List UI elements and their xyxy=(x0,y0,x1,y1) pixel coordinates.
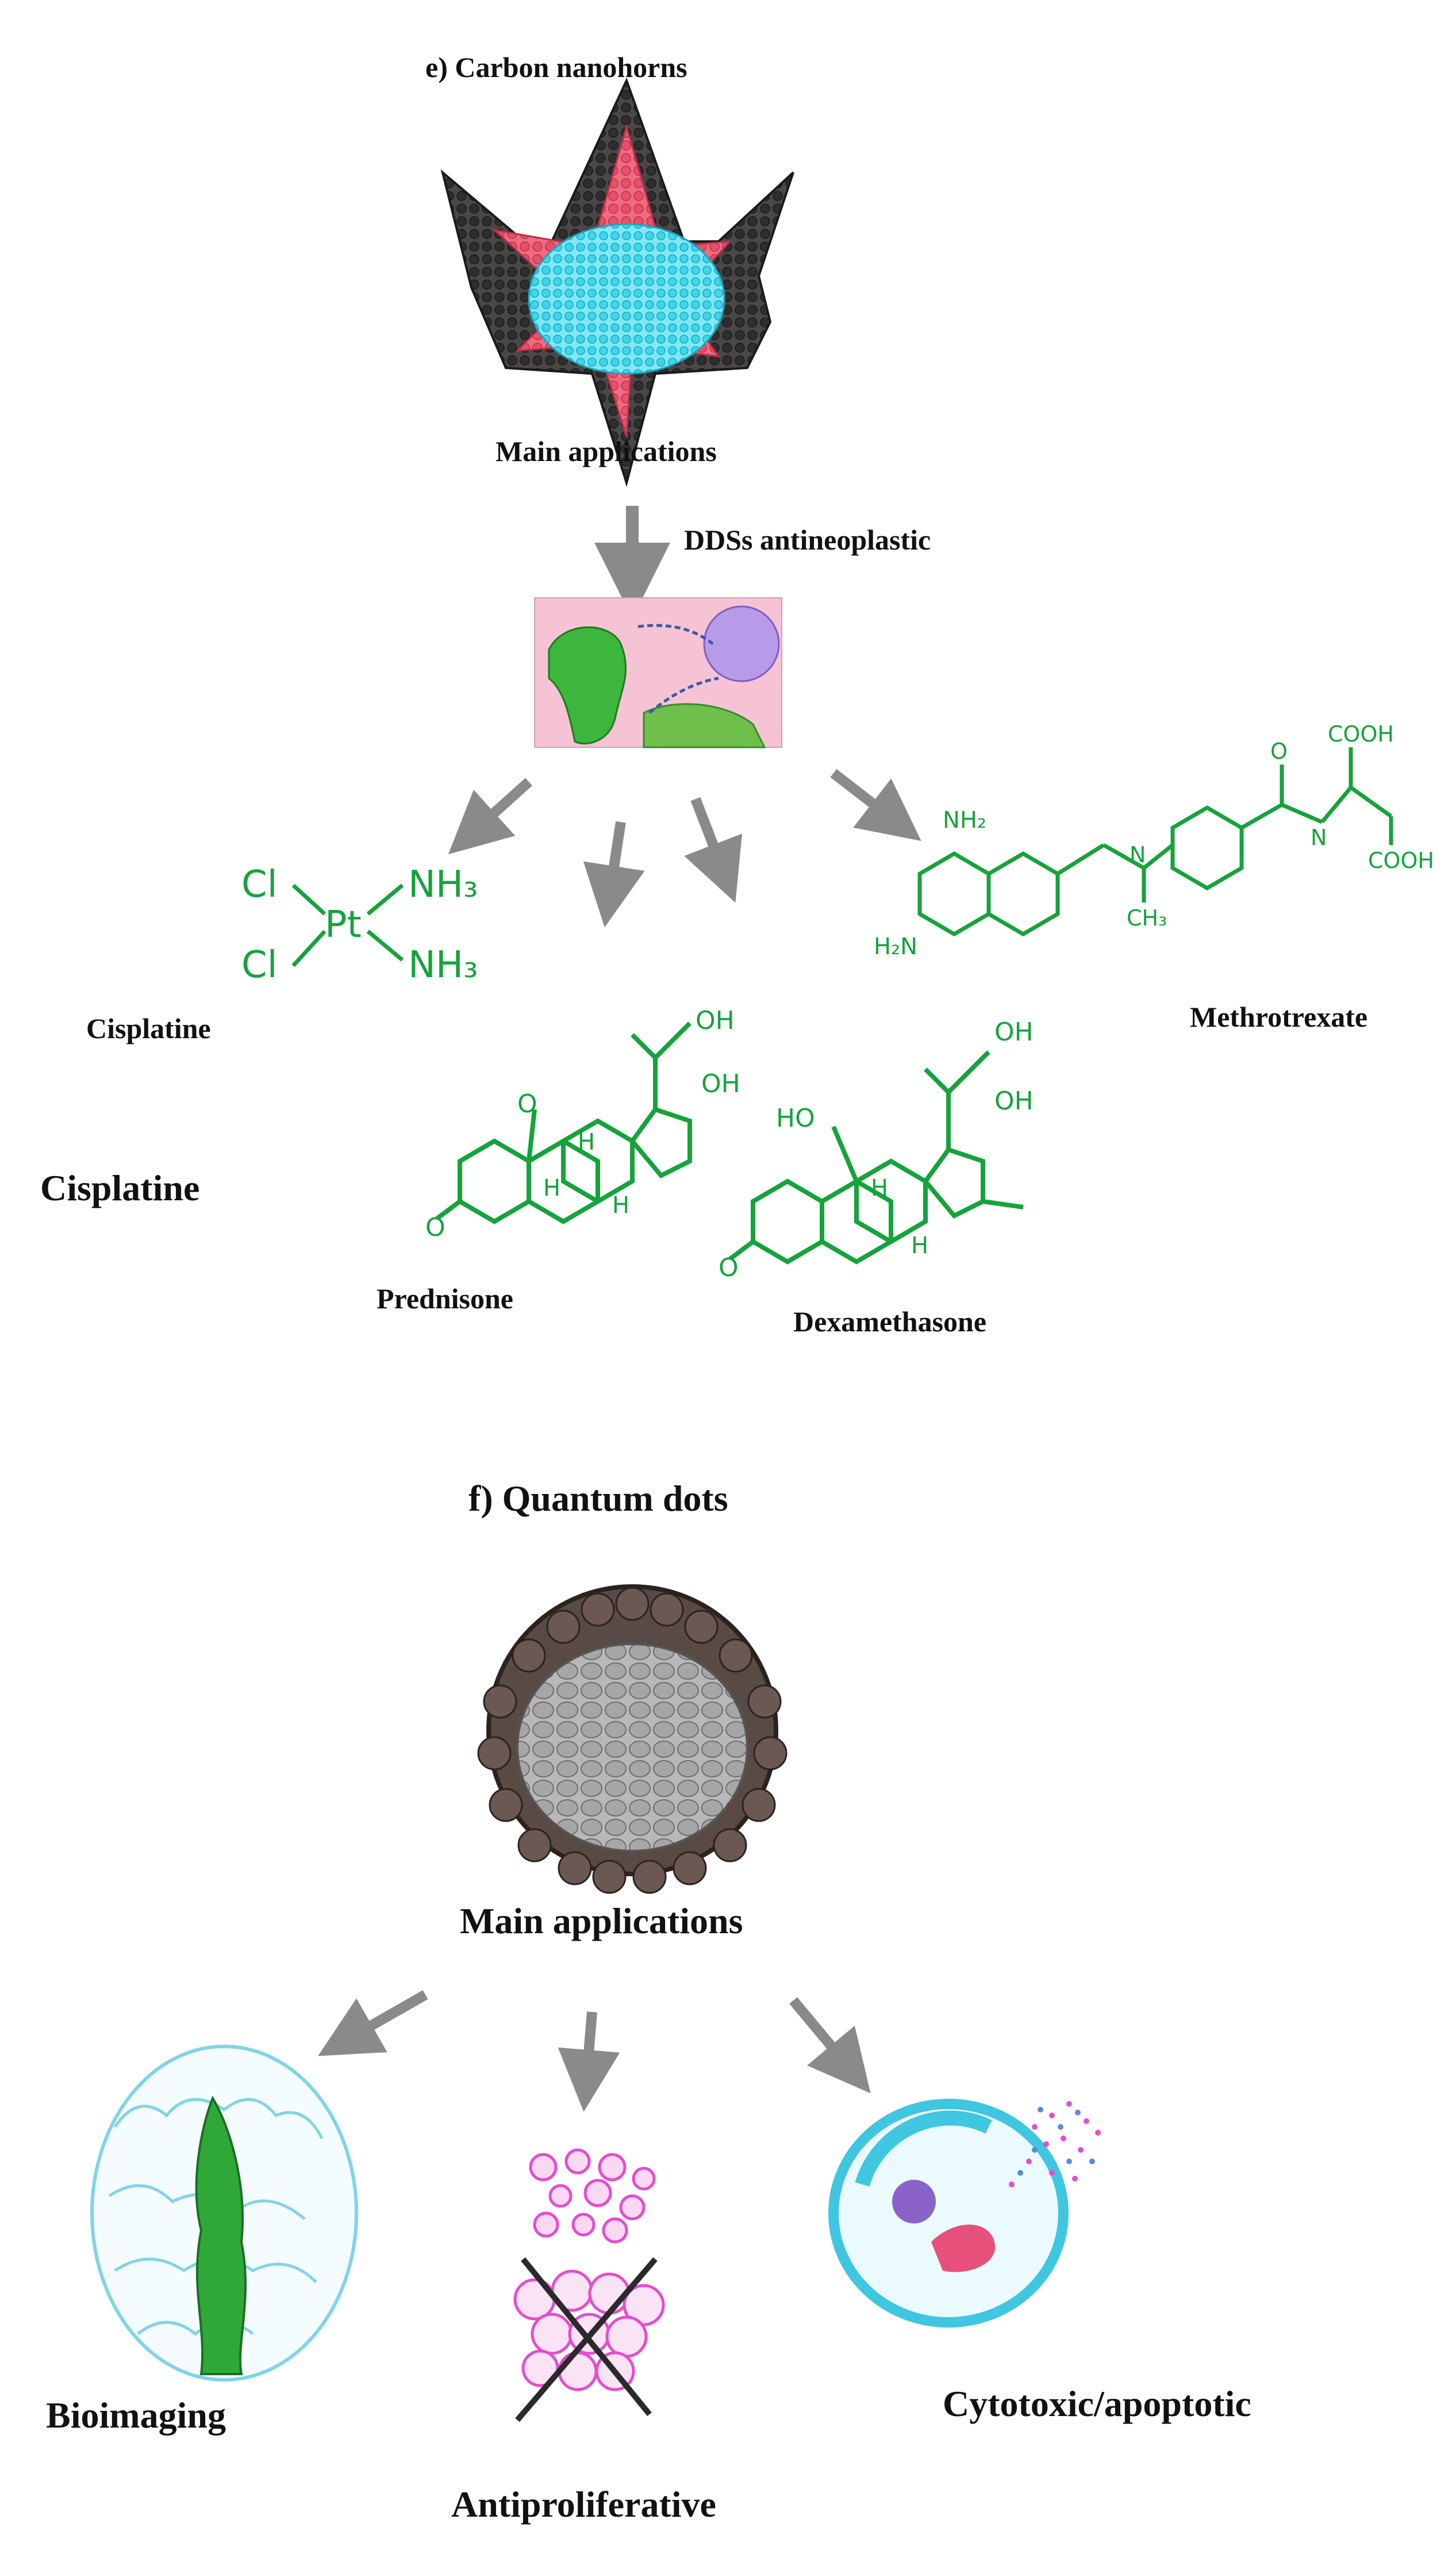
cytotoxic-label: Cytotoxic/apoptotic xyxy=(943,2383,1251,2424)
methotrexate-cooh-label-right: COOH xyxy=(1368,848,1434,873)
nh3-label-bottom: NH₃ xyxy=(408,944,478,986)
methotrexate-amide-n-label: N xyxy=(1311,825,1327,850)
prednisone-oh-label-2: OH xyxy=(701,1069,740,1099)
dexamethasone-label: Dexamethasone xyxy=(793,1305,987,1338)
methotrexate-cooh-label-top: COOH xyxy=(1328,721,1394,747)
prednisone-o-label: O xyxy=(425,1213,445,1242)
pt-label: Pt xyxy=(325,904,362,946)
methotrexate-n-label: N xyxy=(1130,842,1146,867)
cytotoxic-cell-illustration xyxy=(828,2099,1101,2328)
methotrexate-o-label: O xyxy=(1270,739,1288,764)
cl-label-top: Cl xyxy=(241,863,277,906)
prednisone-keto-o-label: O xyxy=(517,1089,537,1119)
drug-delivery-illustration xyxy=(534,597,782,748)
section-f-title: f) Quantum dots xyxy=(468,1478,728,1519)
quantum-dot-illustration xyxy=(477,1584,787,1894)
methotrexate-ch3-label: CH₃ xyxy=(1127,905,1167,931)
methotrexate-structure: NH₂ H₂N CH₃ N N COOH COOH O xyxy=(874,721,1434,960)
bioimaging-label: Bioimaging xyxy=(46,2395,226,2436)
bioimaging-brain-illustration xyxy=(90,2045,358,2382)
dexamethasone-h-label-2: H xyxy=(911,1232,928,1259)
antiproliferative-label: Antiproliferative xyxy=(451,2484,716,2525)
methotrexate-label: Methrotrexate xyxy=(1190,1001,1368,1033)
methotrexate-h2n-label: H₂N xyxy=(874,934,917,960)
antiproliferative-illustration xyxy=(513,2148,665,2422)
dexamethasone-oh-label-2: OH xyxy=(994,1086,1034,1116)
nh3-label-top: NH₃ xyxy=(408,863,478,906)
arrow-to-cisplatine xyxy=(448,778,533,855)
cisplatine-label: Cisplatine xyxy=(86,1012,211,1044)
cisplatine-structure: Cl Pt NH₃ Cl NH₃ xyxy=(241,863,478,986)
prednisone-oh-label: OH xyxy=(696,1006,735,1035)
section-e-title: e) Carbon nanohorns xyxy=(425,51,687,83)
arrow-to-cytotoxic xyxy=(789,1997,871,2094)
arrow-to-prednisone xyxy=(583,821,645,928)
prednisone-label: Prednisone xyxy=(377,1282,513,1315)
cl-label-bottom: Cl xyxy=(241,944,277,986)
dexamethasone-ho-label: HO xyxy=(776,1104,815,1133)
dexamethasone-structure: O HO OH OH H H xyxy=(719,1017,1034,1282)
arrow-to-dexamethasone xyxy=(684,797,743,903)
section-f-main-applications: Main applications xyxy=(460,1900,743,1941)
dexamethasone-o-label: O xyxy=(719,1253,739,1282)
arrow-to-antiproliferative xyxy=(558,2011,620,2112)
prednisone-h-label-3: H xyxy=(612,1192,629,1219)
arrow-to-bioimaging xyxy=(318,1990,428,2056)
carbon-nanohorn-illustration xyxy=(440,77,794,487)
cisplatine-side-label: Cisplatine xyxy=(40,1167,200,1208)
prednisone-h-label-1: H xyxy=(578,1129,595,1155)
dds-antineoplastic-label: DDSs antineoplastic xyxy=(684,524,931,556)
arrow-to-methotrexate xyxy=(830,769,921,842)
methotrexate-nh2-label: NH₂ xyxy=(943,807,986,834)
prednisone-structure: O O OH OH H H H xyxy=(425,1006,740,1242)
section-e-main-applications: Main applications xyxy=(495,435,717,467)
dexamethasone-h-label-1: H xyxy=(871,1175,888,1201)
prednisone-h-label-2: H xyxy=(543,1175,560,1201)
dexamethasone-oh-label: OH xyxy=(994,1017,1034,1047)
